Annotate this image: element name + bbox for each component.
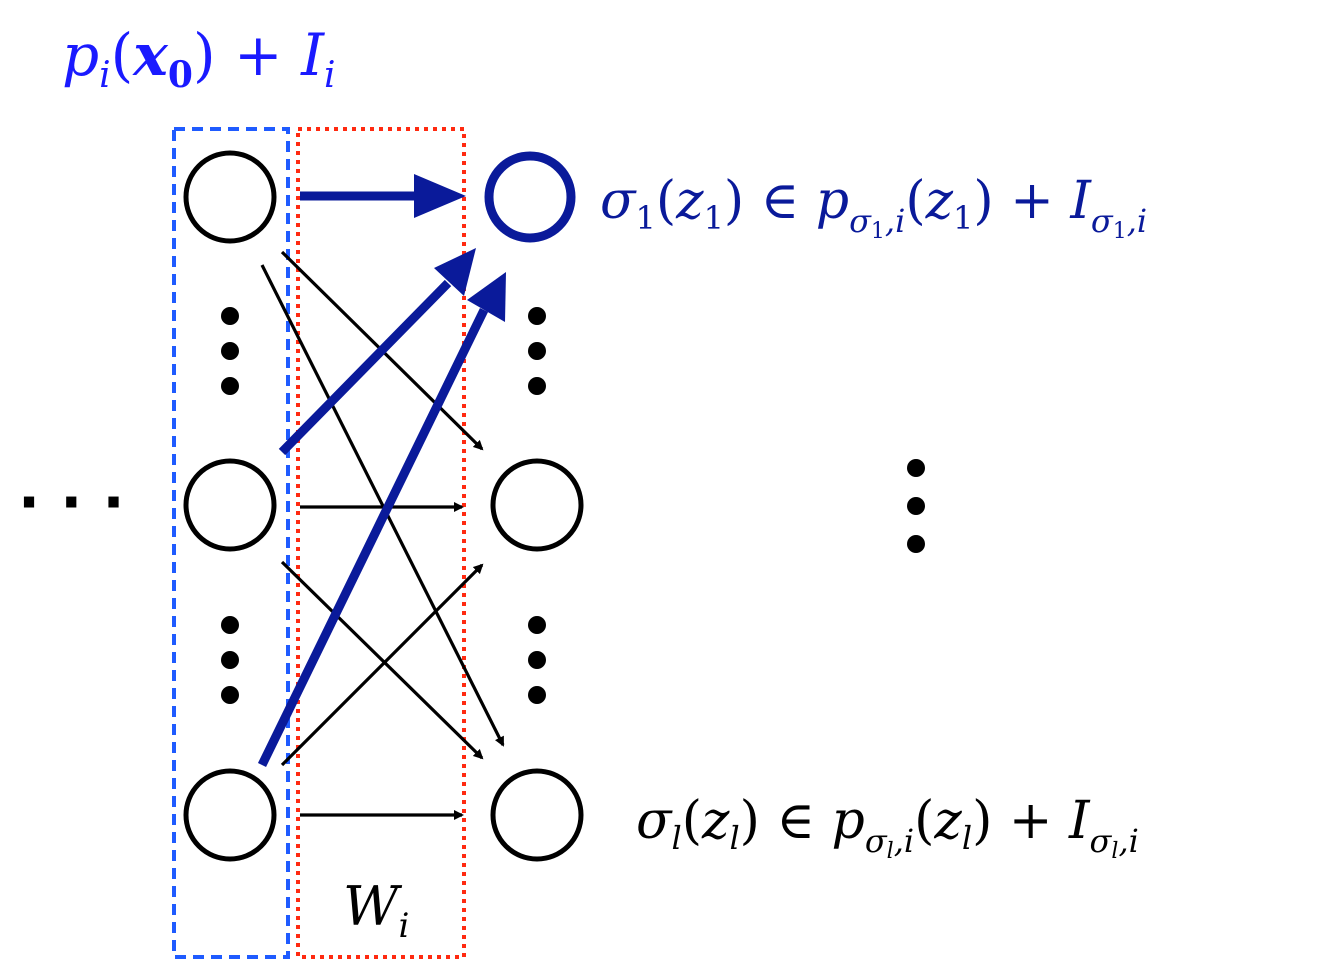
dot: [907, 497, 925, 515]
dot: [528, 651, 546, 669]
dot: [528, 307, 546, 325]
left-ellipsis: · · ·: [18, 468, 124, 536]
arrow-bottom-to-top: [257, 308, 489, 767]
dot: [907, 535, 925, 553]
weight-label: Wi: [343, 875, 409, 946]
output-neuron-bottom: [490, 768, 584, 862]
input-neuron-bottom: [183, 768, 277, 862]
input-neuron-mid: [183, 458, 277, 552]
dot: [221, 651, 239, 669]
arrow-bottom-to-mid: [280, 563, 484, 767]
arrow-mid-to-top: [278, 279, 452, 456]
dot: [221, 377, 239, 395]
arrowhead-mid-to-top: [434, 248, 476, 296]
dot: [528, 686, 546, 704]
input-label: pi(x0) + Ii: [62, 21, 336, 96]
dot: [528, 616, 546, 634]
dot: [221, 616, 239, 634]
dot: [528, 342, 546, 360]
dot: [907, 459, 925, 477]
arrow-top-to-bottom: [260, 264, 505, 747]
dot: [528, 377, 546, 395]
arrowhead-top-to-top: [414, 174, 466, 218]
dot: [221, 342, 239, 360]
input-neuron-top: [183, 150, 277, 244]
output-label-top: σ1(z1) ∈ pσ1,i(z1) + Iσ1,i: [600, 171, 1147, 244]
arrowhead-bottom-to-top: [467, 272, 506, 322]
vertical-ellipses: [221, 307, 925, 704]
weight-arrows: [260, 250, 505, 820]
dot: [221, 307, 239, 325]
output-neuron-mid: [490, 458, 584, 552]
highlight-arrows: [257, 191, 489, 767]
output-neuron-top: [484, 151, 576, 243]
input-layer-box: [172, 127, 290, 959]
weight-box: [296, 127, 466, 959]
output-label-bottom: σl(zl) ∈ pσl,i(zl) + Iσl,i: [636, 791, 1139, 864]
arrow-mid-to-bottom: [280, 560, 484, 760]
dot: [221, 686, 239, 704]
